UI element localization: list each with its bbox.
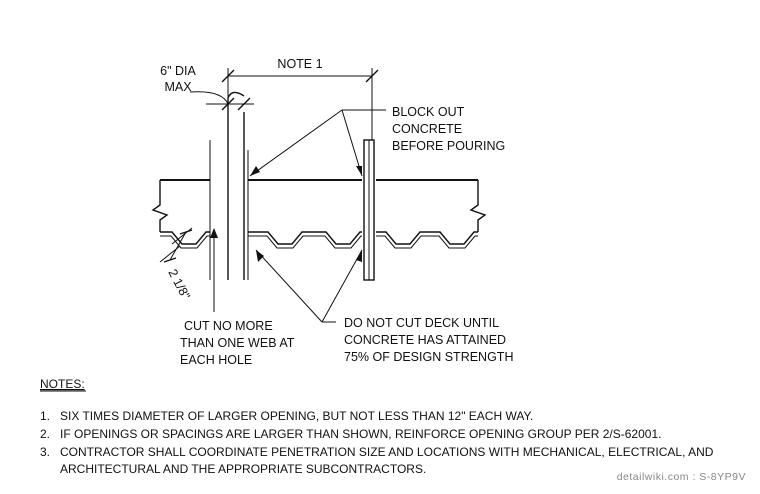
cut-label-line2: THAN ONE WEB AT [180, 336, 295, 350]
deck-profile-right [376, 231, 478, 245]
note-3-text-line2: ARCHITECTURAL AND THE APPROPRIATE SUBCON… [60, 462, 426, 476]
note-2-text: IF OPENINGS OR SPACINGS ARE LARGER THAN … [60, 427, 661, 441]
deck-depth-dimension [159, 227, 193, 263]
concrete-slab-on-deck [151, 179, 487, 249]
cut-label-line1: CUT NO MORE [184, 319, 273, 333]
note-3-number: 3. [40, 445, 50, 459]
blockout-label-line3: BEFORE POURING [392, 139, 505, 153]
dia-label-line2: MAX [164, 80, 192, 94]
note-1-number: 1. [40, 409, 50, 423]
donot-label-line3: 75% OF DESIGN STRENGTH [344, 350, 513, 364]
note1-label: NOTE 1 [277, 57, 322, 71]
notes-heading: NOTES: [40, 377, 85, 391]
dia-label-line1: 6" DIA [160, 64, 196, 78]
blockout-leaders [249, 109, 386, 177]
cut-label-line3: EACH HOLE [180, 353, 252, 367]
deck-depth-label: 2 1/8" [165, 267, 193, 302]
dia-dimension [189, 91, 254, 111]
cut-leader [210, 228, 218, 312]
deck-profile-middle [248, 231, 362, 245]
donot-label-line2: CONCRETE HAS ATTAINED [344, 333, 506, 347]
note-3-text-line1: CONTRACTOR SHALL COORDINATE PENETRATION … [60, 445, 714, 459]
blockout-label-line2: CONCRETE [392, 122, 462, 136]
note1-dimension [221, 68, 379, 140]
left-break-line [151, 180, 169, 232]
donot-cut-leaders [255, 249, 363, 323]
donot-label-line1: DO NOT CUT DECK UNTIL [344, 316, 499, 330]
notes-list: 1. SIX TIMES DIAMETER OF LARGER OPENING,… [40, 409, 714, 476]
note-2-number: 2. [40, 427, 50, 441]
pipe-penetration [209, 91, 249, 280]
blockout-label-line1: BLOCK OUT [392, 105, 465, 119]
deck-profile-left [160, 231, 210, 245]
blockout-form-plate [363, 139, 375, 281]
note-1-text: SIX TIMES DIAMETER OF LARGER OPENING, BU… [60, 409, 533, 423]
watermark: detailwiki.com : S-8YP9V [617, 471, 746, 483]
right-break-line [469, 180, 487, 232]
